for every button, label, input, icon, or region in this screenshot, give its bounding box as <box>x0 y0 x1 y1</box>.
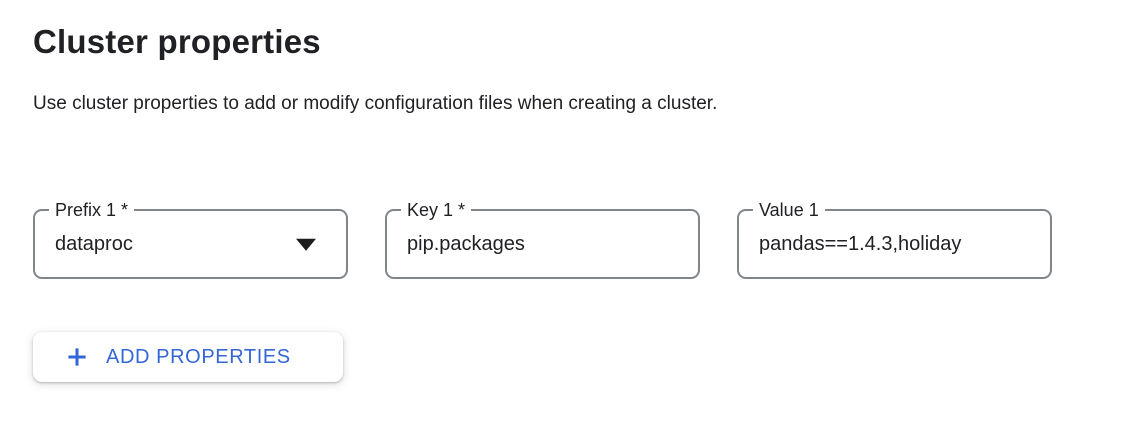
value-field-label: Value 1 <box>753 198 825 222</box>
cluster-properties-section: Cluster properties Use cluster propertie… <box>33 23 1089 382</box>
key-field-label: Key 1 * <box>401 198 472 222</box>
add-properties-label: ADD PROPERTIES <box>106 345 291 368</box>
key-field: Key 1 * <box>385 198 700 279</box>
key-input[interactable] <box>407 232 686 256</box>
prefix-field-label: Prefix 1 * <box>49 198 135 222</box>
property-row: Prefix 1 * dataproc Key 1 * Value 1 <box>33 198 1089 279</box>
page-description: Use cluster properties to add or modify … <box>33 93 718 114</box>
plus-icon <box>68 348 86 366</box>
value-field: Value 1 <box>737 198 1052 279</box>
dropdown-arrow-icon[interactable] <box>296 238 316 251</box>
prefix-field-value: dataproc <box>55 232 133 255</box>
value-input[interactable] <box>759 232 1038 256</box>
add-properties-button[interactable]: ADD PROPERTIES <box>33 332 343 382</box>
page-title: Cluster properties <box>33 23 321 60</box>
prefix-dropdown[interactable]: Prefix 1 * dataproc <box>33 198 348 279</box>
